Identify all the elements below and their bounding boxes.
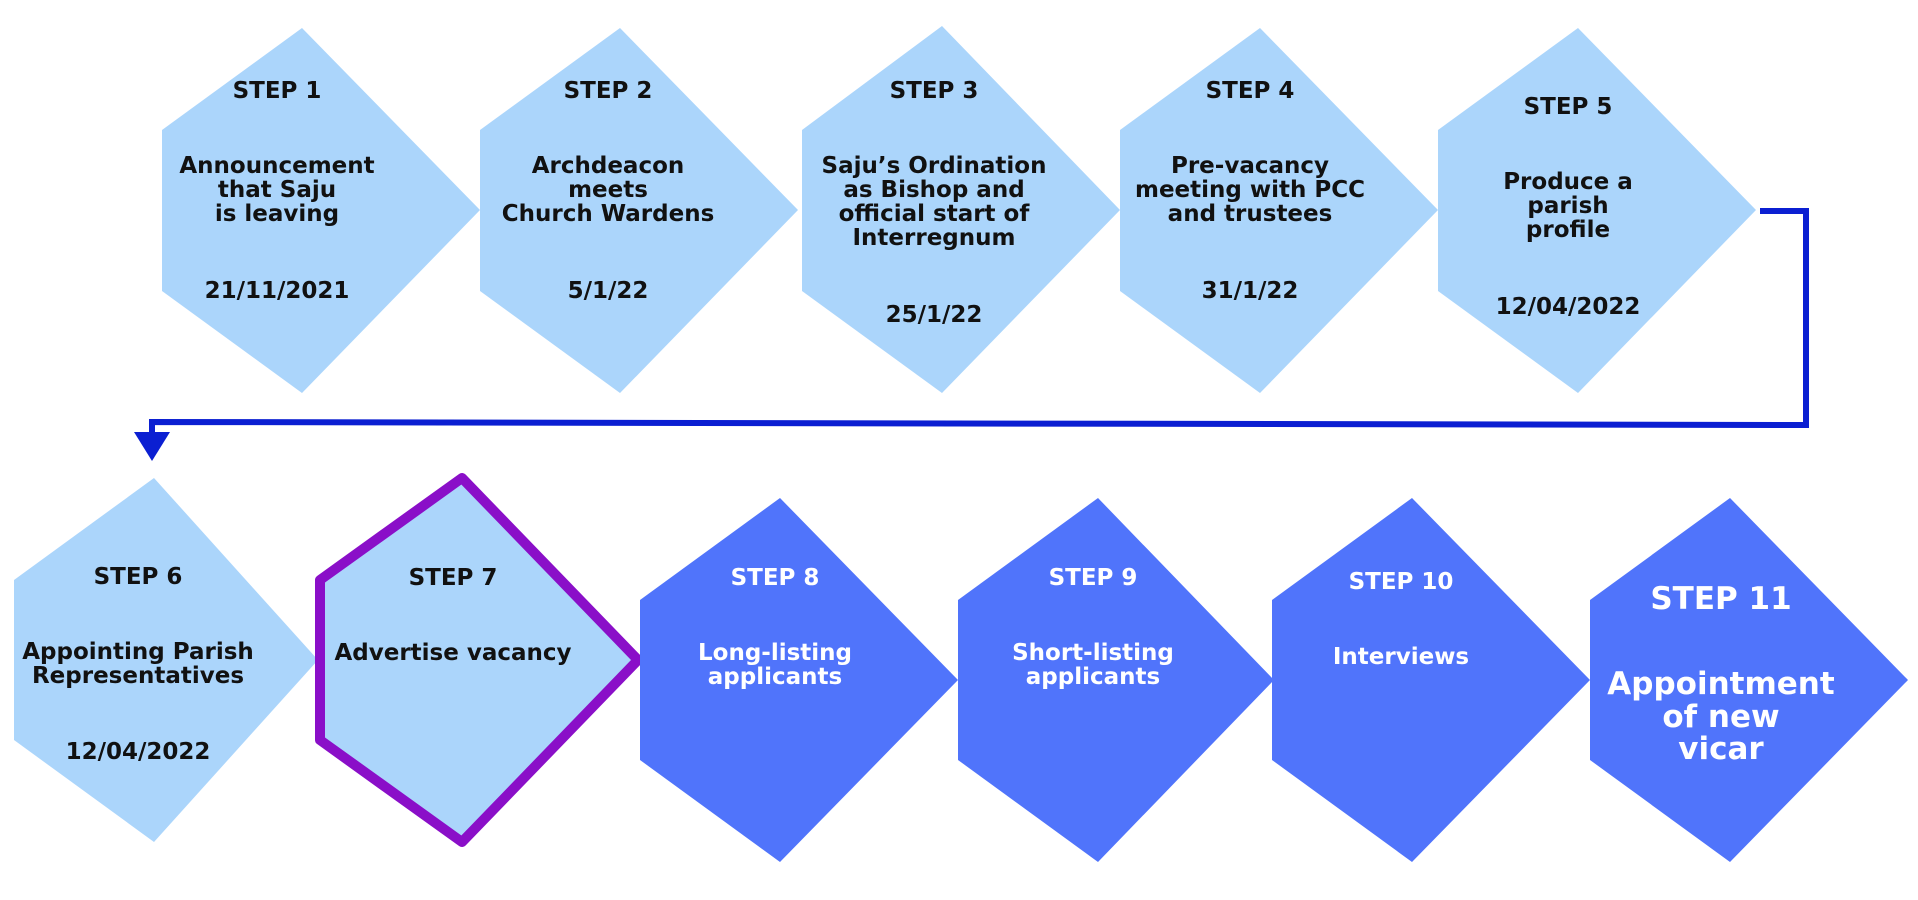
step-6-shape xyxy=(14,478,318,842)
step-11-label: STEP 11 xyxy=(1650,581,1792,617)
step-6-label: STEP 6 xyxy=(93,564,183,590)
step-5-label: STEP 5 xyxy=(1523,94,1613,120)
step-10-label: STEP 10 xyxy=(1348,569,1454,595)
step-4-label: STEP 4 xyxy=(1205,78,1295,104)
step-10-shape xyxy=(1272,498,1590,862)
step-5-date: 12/04/2022 xyxy=(1495,294,1641,320)
step-3-label: STEP 3 xyxy=(889,78,979,104)
step-1-shape xyxy=(162,28,480,393)
step-4-description: Pre-vacancy meeting with PCC and trustee… xyxy=(1134,153,1365,228)
step-3-shape xyxy=(802,26,1120,393)
step-4-shape xyxy=(1120,28,1438,393)
step-3-date: 25/1/22 xyxy=(885,302,983,328)
step-10-description: Interviews xyxy=(1332,644,1470,670)
step-5-shape xyxy=(1438,28,1756,393)
step-7-shape xyxy=(315,473,643,847)
step-8-description: Long-listing applicants xyxy=(697,640,852,691)
step-6-description: Appointing Parish Representatives xyxy=(22,639,254,690)
step-3-description: Saju’s Ordination as Bishop and official… xyxy=(821,153,1047,252)
step-3: STEP 3 Saju’s Ordination as Bishop and o… xyxy=(802,26,1120,393)
arrow-head-icon xyxy=(134,432,170,461)
step-5-description: Produce a parish profile xyxy=(1503,169,1633,244)
step-10: STEP 10 Interviews xyxy=(1272,498,1590,862)
step-1: STEP 1 Announcement that Saju is leaving… xyxy=(162,28,480,393)
step-2-description: Archdeacon meets Church Wardens xyxy=(501,153,715,228)
step-4: STEP 4 Pre-vacancy meeting with PCC and … xyxy=(1120,28,1438,393)
step-11-shape xyxy=(1590,498,1908,862)
step-7-description: Advertise vacancy xyxy=(334,640,572,666)
step-1-label: STEP 1 xyxy=(232,78,322,104)
step-6: STEP 6 Appointing Parish Representatives… xyxy=(14,478,318,842)
step-9: STEP 9 Short-listing applicants xyxy=(958,498,1274,862)
step-2: STEP 2 Archdeacon meets Church Wardens 5… xyxy=(480,28,798,393)
step-6-date: 12/04/2022 xyxy=(65,739,211,765)
step-1-description: Announcement that Saju is leaving xyxy=(179,153,375,228)
step-8: STEP 8 Long-listing applicants xyxy=(640,498,958,862)
step-2-label: STEP 2 xyxy=(563,78,653,104)
step-11-description: Appointment of new vicar xyxy=(1607,666,1835,768)
step-4-date: 31/1/22 xyxy=(1201,278,1299,304)
step-8-label: STEP 8 xyxy=(730,565,820,591)
step-9-label: STEP 9 xyxy=(1048,565,1138,591)
step-9-shape xyxy=(958,498,1274,862)
step-7-label: STEP 7 xyxy=(408,565,498,591)
step-9-description: Short-listing applicants xyxy=(1012,640,1174,691)
step-7: STEP 7 Advertise vacancy xyxy=(315,473,643,847)
step-11: STEP 11 Appointment of new vicar xyxy=(1590,498,1908,862)
step-8-shape xyxy=(640,498,958,862)
step-5: STEP 5 Produce a parish profile 12/04/20… xyxy=(1438,28,1756,393)
step-2-shape xyxy=(480,28,798,393)
step-1-date: 21/11/2021 xyxy=(204,278,350,304)
step-2-date: 5/1/22 xyxy=(567,278,649,304)
